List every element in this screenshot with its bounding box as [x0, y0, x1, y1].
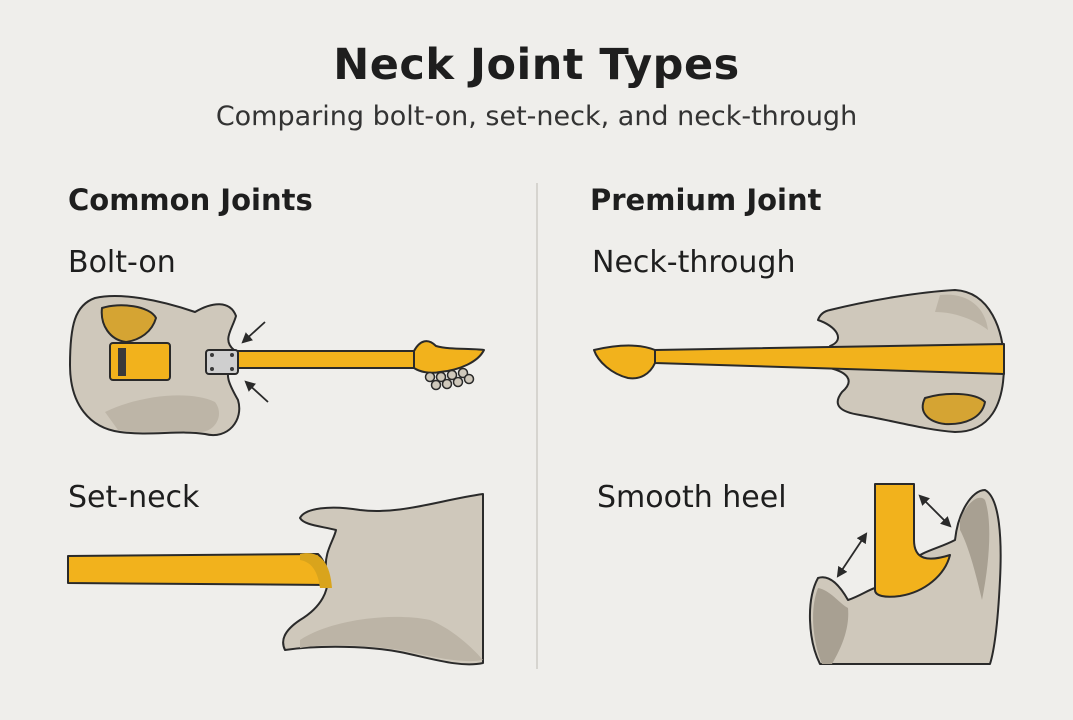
bolt-on-guitar	[69, 295, 485, 437]
label-bolt-on: Bolt-on	[68, 245, 176, 280]
section-title-common: Common Joints	[68, 183, 313, 217]
neck-through-pickguard	[921, 392, 986, 426]
smooth-heel-arrow-right	[918, 494, 952, 528]
neck-through-guitar	[593, 289, 1005, 433]
neck-through-headstock	[593, 344, 656, 380]
page-title: Neck Joint Types	[333, 40, 740, 90]
label-neck-through: Neck-through	[592, 245, 796, 280]
label-set-neck: Set-neck	[68, 480, 200, 515]
bolt-on-headstock	[413, 340, 485, 374]
page-subtitle: Comparing bolt-on, set-neck, and neck-th…	[215, 101, 858, 132]
bolt-on-neck	[235, 350, 415, 369]
section-title-premium: Premium Joint	[590, 183, 822, 217]
smooth-heel-neck	[874, 483, 951, 598]
bolt-on-pickguard	[100, 304, 157, 343]
smooth-heel-arrow-left	[836, 532, 868, 578]
set-neck-guitar	[67, 493, 484, 666]
smooth-heel-illustration	[809, 483, 1002, 665]
bolt-on-arrow-lower	[244, 380, 269, 403]
center-divider	[536, 183, 538, 669]
neck-through-neck	[654, 343, 1005, 375]
bolt-on-neck-plate	[205, 349, 239, 375]
bolt-on-arrow-upper	[241, 321, 266, 344]
set-neck-neck	[67, 553, 331, 586]
label-smooth-heel: Smooth heel	[597, 480, 787, 515]
